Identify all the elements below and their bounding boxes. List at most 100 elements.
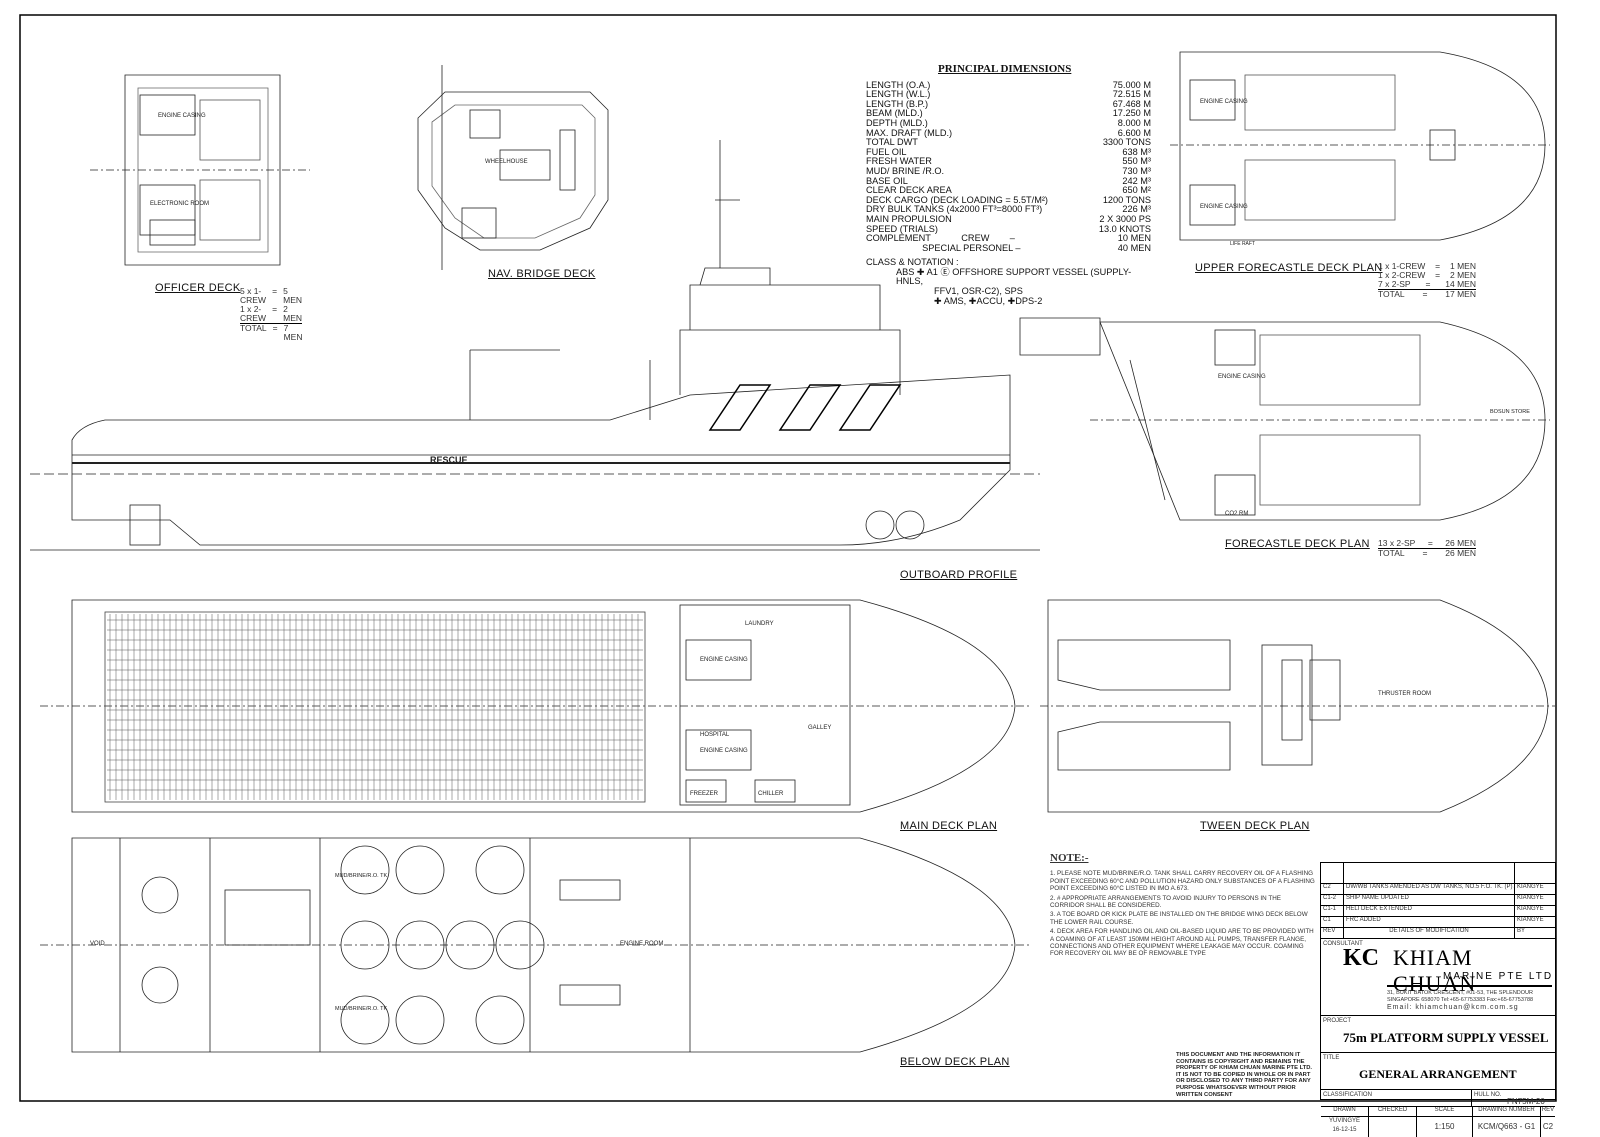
dimension-label: COMPLEMENT CREW –: [866, 233, 1015, 244]
upper-forecastle-deck-plan: [1170, 51, 1550, 241]
crew-eq: =: [272, 286, 278, 296]
dimension-row: LENGTH (B.P.)67.468 M: [866, 98, 1151, 110]
checked-label: CHECKED: [1369, 1107, 1417, 1116]
label-tween-deck: TWEEN DECK PLAN: [1200, 820, 1310, 832]
dimension-value: 3300 TONS: [1102, 137, 1151, 148]
dimension-label: SPECIAL PERSONEL –: [866, 242, 1021, 253]
room-label: ENGINE CASING: [1218, 374, 1266, 380]
below-deck-plan: [40, 837, 1030, 1053]
tank-circle: [475, 995, 525, 1045]
company-name: KHIAM CHUAN: [1393, 945, 1477, 996]
room-label: RESCUE: [430, 455, 468, 465]
crew-row: TOTAL=7 MEN: [240, 323, 302, 342]
title-label: TITLE: [1323, 1055, 1340, 1061]
room-label: LIFE RAFT: [1230, 241, 1256, 247]
crew-desc: 13 x 2-SP: [1378, 538, 1416, 548]
crew-row: 5 x 1-CREW=5 MEN: [240, 287, 302, 305]
crew-val: 26 MEN: [1445, 548, 1476, 558]
crew-row: TOTAL=26 MEN: [1378, 548, 1476, 558]
dimension-value: 72.515 M: [1112, 89, 1151, 100]
dimension-row: SPECIAL PERSONEL –40 MEN: [866, 242, 1151, 254]
label-below-deck: BELOW DECK PLAN: [900, 1056, 1010, 1068]
revision-id: C1-2: [1321, 895, 1344, 905]
dimension-value: 67.468 M: [1112, 98, 1151, 109]
dimension-value: 10 MEN: [1117, 233, 1151, 244]
crew-row: TOTAL=17 MEN: [1378, 289, 1476, 299]
label-outboard-profile: OUTBOARD PROFILE: [900, 569, 1018, 581]
forecastle-deck-plan: [1019, 317, 1550, 521]
drawing-title: GENERAL ARRANGEMENT: [1359, 1067, 1517, 1081]
room-label: ENGINE CASING: [158, 113, 206, 119]
dimension-label: DECK CARGO (DECK LOADING = 5.5T/M²): [866, 194, 1048, 205]
label-nav-bridge-deck: NAV. BRIDGE DECK: [488, 268, 596, 280]
revision-detail: DW/WB TANKS AMENDED AS DW TANKS, NO.5 F.…: [1344, 884, 1515, 894]
dimension-value: 242 M³: [1122, 175, 1151, 186]
company-email: Email: khiamchuan@kcm.com.sg: [1387, 1004, 1519, 1011]
crew-val: 5 MEN: [283, 286, 302, 305]
tank-circle: [340, 995, 390, 1045]
rev-header-detail: DETAILS OF MODIFICATION: [1344, 928, 1515, 938]
crew-desc: 7 x 2-SP: [1378, 279, 1411, 289]
tank-circle: [340, 920, 390, 970]
rev-label: REV: [1541, 1107, 1555, 1113]
crew-eq: =: [1427, 538, 1433, 548]
tank-circle: [475, 845, 525, 895]
note-item: 2. # APPROPRIATE ARRANGEMENTS TO AVOID I…: [1050, 894, 1281, 910]
dimension-label: FUEL OIL: [866, 146, 907, 157]
crew-val: 17 MEN: [1445, 289, 1476, 299]
revision-detail: SHIP NAME UPDATED: [1344, 895, 1515, 905]
crew-val: 7 MEN: [283, 323, 303, 342]
dimension-row: BEAM (MLD.)17.250 M: [866, 109, 1151, 119]
drawn-date: 16-12-15: [1332, 1127, 1357, 1133]
tank-circle: [340, 845, 390, 895]
drawn-label: DRAWN: [1321, 1107, 1369, 1116]
crew-eq: =: [1425, 279, 1431, 289]
dimension-row: LENGTH (W.L.) 72.515 M: [866, 90, 1151, 100]
tank-circle: [445, 920, 495, 970]
dimension-label: CLEAR DECK AREA: [866, 185, 952, 196]
dimension-value: 638 M³: [1122, 146, 1151, 157]
notes-title: NOTE:-: [1050, 852, 1089, 864]
room-label: ELECTRONIC ROOM: [150, 201, 210, 207]
crew-row: 1 x 1-CREW=1 MEN: [1378, 262, 1476, 271]
nav-bridge-deck-plan: [417, 65, 609, 270]
dimension-row: FUEL OIL 638 M³: [866, 146, 1151, 158]
dimension-value: 8.000 M: [1117, 117, 1151, 128]
company-logo: KC: [1343, 945, 1379, 971]
tween-deck-plan: [1040, 599, 1555, 813]
dimension-label: LENGTH (O.A.): [866, 79, 931, 90]
dimension-row: COMPLEMENT CREW – 10 MEN: [866, 233, 1151, 244]
note-item: 1. PLEASE NOTE MUD/BRINE/R.O. TANK SHALL…: [1050, 870, 1315, 893]
revision-id: C1: [1321, 917, 1344, 927]
class-notation-line: ✚ AMS, ✚ACCU, ✚DPS-2: [934, 295, 1043, 306]
dimension-label: LENGTH (W.L.): [866, 89, 931, 100]
hull-label: HULL NO.: [1474, 1092, 1502, 1098]
dimension-row: LENGTH (O.A.)75.000 M: [866, 79, 1151, 91]
note-item: 3. A TOE BOARD OR KICK PLATE BE INSTALLE…: [1050, 911, 1308, 926]
label-forecastle-deck: FORECASTLE DECK PLAN: [1225, 538, 1370, 550]
dimension-label: MUD/ BRINE /R.O.: [866, 165, 945, 176]
consultant-label: CONSULTANT: [1323, 941, 1363, 947]
room-label: ENGINE CASING: [1200, 99, 1248, 105]
consultant-block: CONSULTANT KC KHIAM CHUAN MARINE PTE LTD…: [1321, 939, 1555, 1016]
room-label: MUD/BRINE/R.O. TK: [335, 1006, 388, 1012]
crew-val: 1 MEN: [1450, 261, 1476, 271]
crew-eq: =: [272, 323, 278, 333]
company-address-2: SINGAPORE 658070 Tel:+65-67753383 Fax:+6…: [1387, 997, 1534, 1003]
dimension-value: 2 X 3000 PS: [1099, 213, 1151, 224]
notes: NOTE:- 1. PLEASE NOTE MUD/BRINE/R.O. TAN…: [1050, 852, 1315, 960]
room-label: GALLEY: [808, 725, 832, 731]
revision-id: C2: [1321, 884, 1344, 894]
dimension-row: DEPTH (MLD.)8.000 M: [866, 117, 1151, 129]
hull-number: FN75M-20: [1507, 1097, 1545, 1106]
revision-by: KIANGYE: [1517, 884, 1544, 890]
room-label: THRUSTER ROOM: [1378, 691, 1431, 697]
tank-circle: [395, 920, 445, 970]
crew-eq: =: [1422, 548, 1428, 558]
crew-desc: 1 x 1-CREW: [1378, 261, 1426, 271]
